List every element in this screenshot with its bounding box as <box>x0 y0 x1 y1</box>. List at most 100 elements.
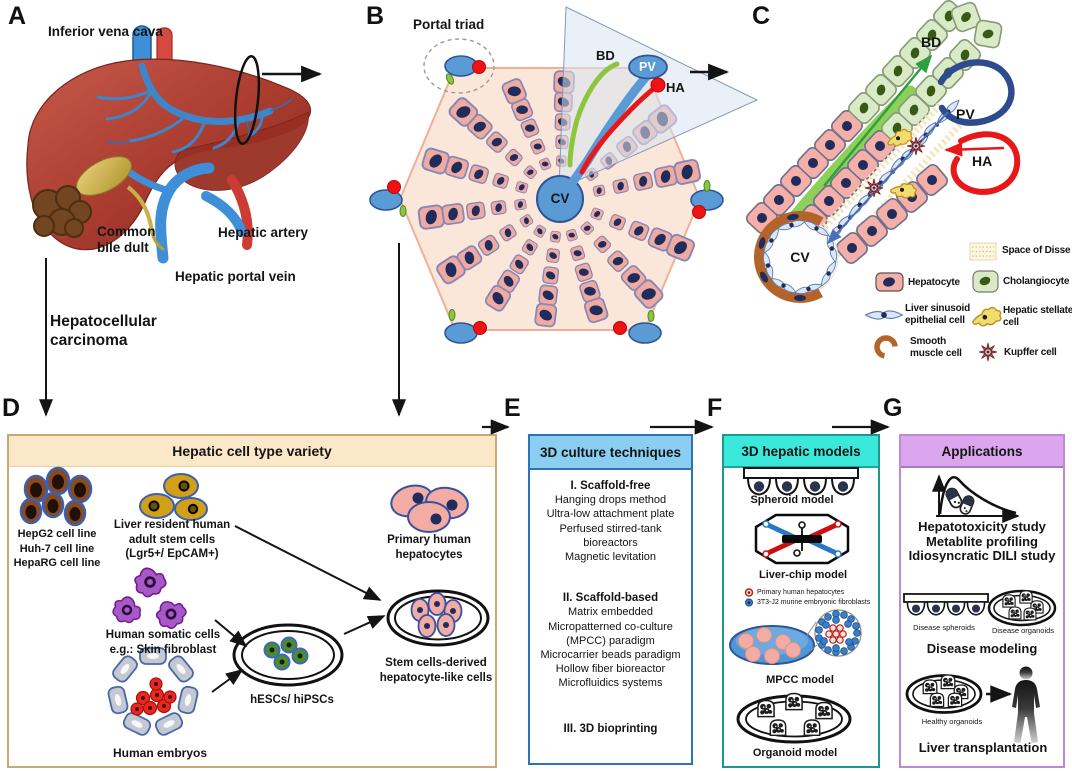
label-human-embryos: Human embryos <box>112 746 208 760</box>
label-line: e.g.: Skin fibroblast <box>109 643 217 656</box>
e-item: bioreactors <box>583 536 638 549</box>
panel-g-title: Applications <box>941 443 1023 459</box>
label-somatic-cells: Human somatic cells e.g.: Skin fibroblas… <box>106 628 220 657</box>
mpcc-zoom-circle <box>805 609 862 657</box>
panel-d-art <box>19 466 490 736</box>
e-item: Ultra-low attachment plate <box>546 508 675 521</box>
culture-techniques-list: I. Scaffold-free Hanging drops method Ul… <box>530 479 691 736</box>
label-line: Hepatic stellate <box>1003 305 1072 316</box>
label-line: hepatocytes <box>395 548 463 561</box>
organoid-dish-icon <box>736 692 852 744</box>
portal-triads <box>369 54 724 344</box>
label-line: HepaRG cell line <box>13 557 101 569</box>
label-line: muscle cell <box>910 347 962 359</box>
label-hepatic-artery: Hepatic artery <box>218 225 309 240</box>
label-stem-derived-cells: Stem cells-derived hepatocyte-like cells <box>380 656 493 685</box>
stellate-cell-swatch <box>970 305 1004 329</box>
toxicity-graph-icon <box>932 474 1020 523</box>
panel-d-header: Hepatic cell type variety <box>9 436 495 467</box>
label-portal-triad: Portal triad <box>413 17 485 32</box>
label-line: (Lgr5+/ EpCAM+) <box>125 548 219 560</box>
label-b-cv: CV <box>550 191 570 206</box>
e-item: (MPCC) paradigm <box>566 634 655 647</box>
label-hepatocellular-carcinoma: Hepatocellular carcinoma <box>50 312 157 351</box>
e-item: Magnetic levitation <box>564 551 657 564</box>
panel-e-title: 3D culture techniques <box>539 444 682 460</box>
liver-stem-cells <box>139 473 208 521</box>
kupffer-cell-icon <box>864 178 884 198</box>
legend-label-smooth-muscle: Smooth muscle cell <box>910 336 962 360</box>
label-b-bd: BD <box>596 48 615 63</box>
label-spheroid-model: Spheroid model <box>750 494 834 506</box>
central-vein-cross-section <box>754 211 846 303</box>
liver-illustration <box>26 25 323 417</box>
kupffer-cell-swatch <box>978 342 998 362</box>
panel-f-title: 3D hepatic models <box>741 443 861 459</box>
label-line: Stem cells-derived <box>385 657 487 669</box>
label-toxicity-studies: Hepatotoxicity study Metablite profiling… <box>908 519 1056 564</box>
healthy-organoid-dish-icon <box>905 674 983 714</box>
label-line: HepG2 cell line <box>17 528 97 540</box>
label-line: epithelial cell <box>905 314 965 326</box>
panel-letter-g: G <box>883 394 903 422</box>
sinusoid-cell-swatch <box>865 310 903 320</box>
label-line: hepatocyte-like cells <box>379 671 493 684</box>
disease-organoid-dish-icon <box>987 589 1057 627</box>
label-liver-transplantation: Liver transplantation <box>918 740 1048 755</box>
label-mpcc-model: MPCC model <box>766 674 834 686</box>
hepatic-artery-line <box>579 87 655 175</box>
bile-duct-line <box>567 61 620 168</box>
panel-d-arrows <box>211 525 386 693</box>
liver-lobule-art <box>369 6 759 417</box>
hepatic-artery-vessel <box>227 175 253 250</box>
smooth-muscle-nuclei <box>758 213 806 301</box>
artery-flow-arrow <box>944 142 1005 157</box>
panel-d-title: Hepatic cell type variety <box>172 443 332 459</box>
label-common-bile-duct: Common bile dult <box>97 224 156 256</box>
panel-f-art <box>729 467 862 744</box>
ha-circle <box>650 77 666 93</box>
label-b-ha: HA <box>666 80 685 95</box>
label-line: Liver resident human <box>113 519 231 531</box>
legend-label-stellate-cell: Hepatic stellate cell <box>1003 305 1072 329</box>
label-line: cell <box>1003 316 1019 328</box>
label-line: Metablite profiling <box>926 533 1038 549</box>
disease-spheroid-plate-icon <box>903 593 989 616</box>
label-line: Hepatotoxicity study <box>918 519 1046 534</box>
label-b-pv: PV <box>639 60 656 74</box>
panel-g-art <box>903 474 1057 743</box>
label-f-legend-fibroblasts: 3T3-J2 murine embryonic fibroblasts <box>757 598 871 606</box>
e-item: Microcarrier beads paradigm <box>540 649 681 662</box>
legend-label-sinusoid-cell: Liver sinusoid epithelial cell <box>905 303 970 327</box>
label-line: Primary human <box>387 534 471 546</box>
hepatic-veins <box>96 62 293 154</box>
blood-flow-arrow <box>826 111 949 245</box>
mpcc-dish-icon <box>729 625 815 665</box>
label-line: bile dult <box>97 239 149 255</box>
label-f-legend-hepatocytes: Primary human hepatocytes <box>757 588 845 596</box>
somatic-cells <box>112 567 187 629</box>
label-c-pv: PV <box>956 106 975 122</box>
label-primary-hepatocytes: Primary human hepatocytes <box>387 533 471 562</box>
panel-g-header: Applications <box>901 436 1063 468</box>
label-line: Liver sinusoid <box>905 303 970 314</box>
liver-chip-icon <box>754 513 850 565</box>
legend-label-space-of-disse: Space of Disse <box>1002 245 1071 256</box>
label-hepatic-portal-vein: Hepatic portal vein <box>175 269 296 284</box>
panel-letter-f: F <box>707 394 723 422</box>
pill-icons <box>945 487 975 515</box>
label-c-bd: BD <box>921 34 942 50</box>
portal-vein-loop <box>937 59 1015 126</box>
e-heading-scaffold-based: II. Scaffold-based <box>562 592 659 605</box>
sinusoid-art <box>743 0 1021 362</box>
label-healthy-organoids: Healthy organoids <box>921 717 983 726</box>
portal-triad-highlight <box>423 38 495 94</box>
legend-label-kupffer-cell: Kupffer cell <box>1004 347 1057 358</box>
label-liver-stem-cells: Liver resident human adult stem cells (L… <box>114 518 230 562</box>
label-line: Idiosyncratic DILI study <box>908 548 1056 563</box>
label-line: carcinoma <box>50 332 128 350</box>
label-organoid-model: Organoid model <box>752 747 838 759</box>
spheroid-plate-icon <box>743 467 859 496</box>
